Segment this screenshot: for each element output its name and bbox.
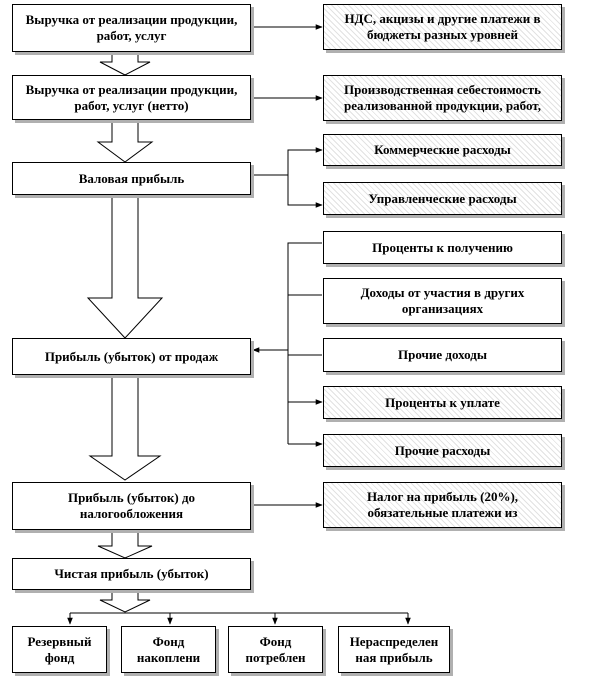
consumption-fund-box: Фонд потреблен [228,626,323,673]
retained-earnings-box: Нераспределен ная прибыль [338,626,450,673]
sales-profit-box: Прибыль (убыток) от продаж [12,338,251,375]
down-arrow-4 [88,374,162,481]
down-arrow-2 [96,119,154,163]
other-income-label: Прочие доходы [398,347,487,362]
net-profit-label: Чистая прибыль (убыток) [54,566,209,581]
accumulation-fund-box: Фонд накоплени [121,626,216,673]
reserve-fund-label: Резервный фонд [27,633,92,665]
reserve-fund-box: Резервный фонд [12,626,107,673]
revenue-net-label: Выручка от реализации продукции, работ, … [25,81,238,113]
participation-income-box: Доходы от участия в других организациях [323,278,562,324]
accumulation-fund-label: Фонд накоплени [136,633,201,665]
administrative-expenses-label: Управленческие расходы [368,190,517,206]
commercial-expenses-box: Коммерческие расходы [323,134,562,166]
taxes-label: НДС, акцизы и другие платежи в бюджеты р… [344,11,541,42]
pretax-profit-label: Прибыль (убыток) до налогообложения [67,490,196,521]
other-income-box: Прочие доходы [323,338,562,372]
gross-profit-label: Валовая прибыль [78,170,185,186]
interest-receivable-box: Проценты к получению [323,231,562,264]
revenue-net-box: Выручка от реализации продукции, работ, … [12,75,251,120]
taxes-box: НДС, акцизы и другие платежи в бюджеты р… [323,4,562,50]
net-profit-box: Чистая прибыль (убыток) [12,558,251,590]
revenue-label: Выручка от реализации продукции, работ, … [25,12,238,43]
cost-of-sales-label: Производственная себестоимость реализова… [343,82,542,113]
down-arrow-1 [99,51,151,76]
commercial-expenses-label: Коммерческие расходы [374,142,511,157]
interest-payable-label: Проценты к уплате [385,394,500,410]
income-bus [287,242,322,444]
income-tax-box: Налог на прибыль (20%), обязательные пла… [323,482,562,528]
consumption-fund-label: Фонд потреблен [245,633,306,665]
interest-receivable-label: Проценты к получению [372,239,513,255]
income-tax-label: Налог на прибыль (20%), обязательные пла… [366,489,519,520]
down-arrow-5 [97,529,153,559]
participation-income-label: Доходы от участия в других организациях [360,285,525,316]
other-expenses-label: Прочие расходы [394,442,491,458]
interest-payable-box: Проценты к уплате [323,386,562,419]
other-expenses-box: Прочие расходы [323,434,562,467]
pretax-profit-box: Прибыль (убыток) до налогообложения [12,482,251,530]
down-arrow-6 [99,589,151,613]
down-arrow-3 [86,194,164,339]
gross-profit-box: Валовая прибыль [12,162,251,195]
cost-of-sales-box: Производственная себестоимость реализова… [323,75,562,121]
sales-profit-label: Прибыль (убыток) от продаж [44,348,219,364]
administrative-expenses-box: Управленческие расходы [323,182,562,215]
revenue-box: Выручка от реализации продукции, работ, … [12,4,251,52]
retained-earnings-label: Нераспределен ная прибыль [349,633,439,665]
gross-branch [251,149,322,206]
